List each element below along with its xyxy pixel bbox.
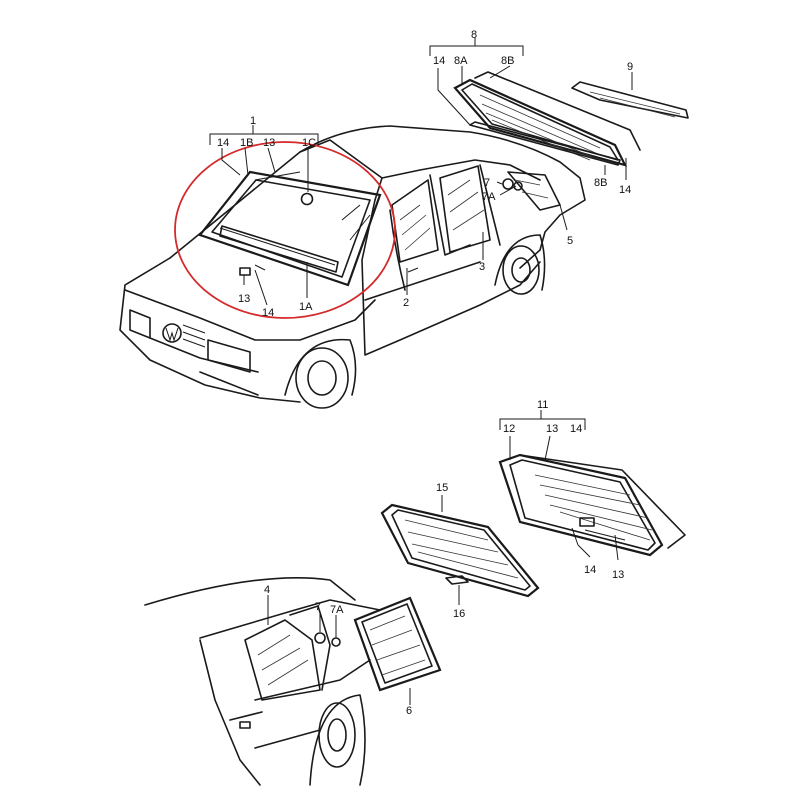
quarter-glass <box>380 503 540 598</box>
label-8: 8 <box>471 29 477 41</box>
label-8b-top: 8B <box>501 55 514 67</box>
sedan-clips <box>502 178 523 191</box>
rear-window-assembly <box>453 71 689 167</box>
label-1a: 1A <box>299 301 313 313</box>
label-8-14: 14 <box>433 55 445 67</box>
leader-lines <box>209 38 633 705</box>
label-1c: 1C <box>302 137 316 149</box>
windshield-assembly <box>198 170 382 287</box>
label-12: 12 <box>503 423 515 435</box>
label-7: 7 <box>484 177 490 189</box>
label-9: 9 <box>627 61 633 73</box>
sedan-body <box>119 125 586 409</box>
label-7a-wagon: 7A <box>330 604 344 616</box>
label-7a: 7A <box>482 191 496 203</box>
label-4: 4 <box>264 584 270 596</box>
label-8a: 8A <box>454 55 468 67</box>
label-5: 5 <box>567 235 573 247</box>
label-14-bottom: 14 <box>262 307 274 319</box>
label-6: 6 <box>406 705 412 717</box>
label-2: 2 <box>403 297 409 309</box>
label-14-right: 14 <box>619 184 631 196</box>
label-14: 14 <box>217 137 229 149</box>
label-13-bottom: 13 <box>238 293 250 305</box>
label-16: 16 <box>453 608 465 620</box>
label-14-hatch: 14 <box>584 564 596 576</box>
label-7-wagon: 7 <box>315 601 321 613</box>
label-11: 11 <box>537 399 548 411</box>
hatch-glass-assembly <box>498 453 686 557</box>
label-13: 13 <box>263 137 275 149</box>
label-11-14: 14 <box>570 423 582 435</box>
callout-labels: 1 14 1B 13 1C 13 14 1A 8 14 8A 8B 9 8B 1… <box>217 29 633 717</box>
label-11-13: 13 <box>546 423 558 435</box>
wagon-body <box>144 576 442 786</box>
label-15: 15 <box>436 482 448 494</box>
label-3: 3 <box>479 261 485 273</box>
label-1b: 1B <box>240 137 253 149</box>
label-13-hatch: 13 <box>612 569 624 581</box>
label-1: 1 <box>250 115 256 127</box>
windshield-highlight <box>174 141 396 319</box>
label-8b-bottom: 8B <box>594 177 607 189</box>
